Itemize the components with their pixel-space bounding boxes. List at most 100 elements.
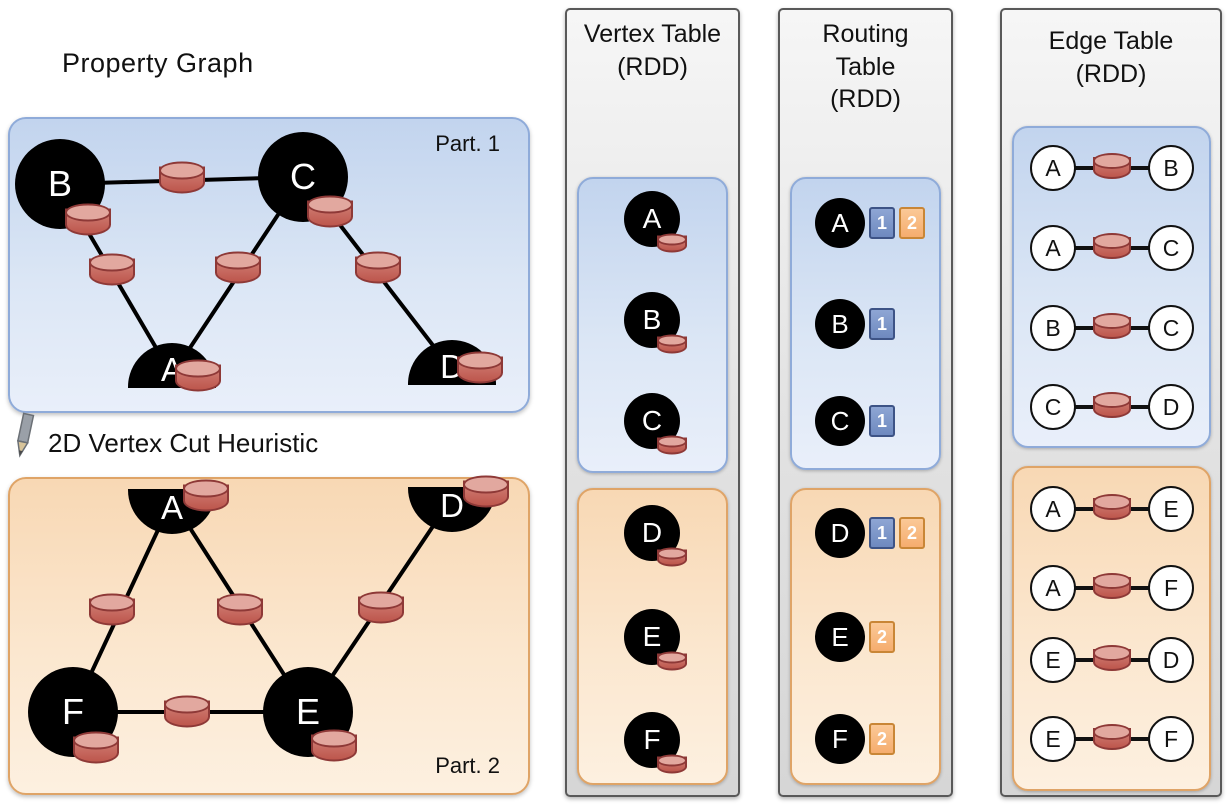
- vertex-property-cylinder: [657, 651, 687, 671]
- partition-2-label: Part. 2: [435, 753, 500, 778]
- vertex-table-title: Vertex Table (RDD): [565, 18, 740, 83]
- vertex-property-cylinder: [457, 351, 503, 384]
- edge-row-dst: F: [1148, 565, 1194, 611]
- routing-table-title-line2: Table: [835, 52, 896, 81]
- routing-entry-E: E: [815, 612, 865, 662]
- pencil-icon: [16, 412, 35, 458]
- edge-row-src: E: [1030, 637, 1076, 683]
- edge-row-dst: C: [1148, 225, 1194, 271]
- vertex-table-entry-B-label: B: [642, 304, 662, 335]
- edge-row-dst: F: [1148, 716, 1194, 762]
- routing-badge: 1: [869, 207, 895, 239]
- vertex-property-cylinder: [183, 479, 229, 512]
- vertex-table-entry-F-label: F: [643, 724, 661, 755]
- vertex-A-label: A: [160, 489, 183, 526]
- routing-entry-C-label: C: [830, 405, 850, 436]
- edge-table-title: Edge Table (RDD): [1000, 25, 1222, 90]
- vertex-property-cylinder: [657, 334, 687, 354]
- routing-badge: 2: [899, 517, 925, 549]
- edge-row-src: A: [1030, 565, 1076, 611]
- vertex-F-label: F: [62, 691, 84, 732]
- routing-table-title-line1: Routing: [822, 20, 909, 48]
- routing-entry-B: B: [815, 299, 865, 349]
- routing-table-title-line3: (RDD): [830, 85, 901, 113]
- vertex-property-cylinder: [657, 435, 687, 455]
- edge-row-src: B: [1030, 305, 1076, 351]
- edge-property-cylinder: [355, 251, 401, 284]
- vertex-table-entry-E-label: E: [642, 621, 662, 652]
- routing-entry-A: A: [815, 198, 865, 248]
- edge-property-cylinder: [1093, 313, 1131, 339]
- vertex-E-label: E: [295, 691, 320, 732]
- routing-badge: 2: [899, 207, 925, 239]
- edge-dst-label: C: [1162, 234, 1180, 261]
- vertex-E: E: [263, 667, 353, 757]
- edge-src-label: A: [1045, 234, 1061, 261]
- vertex-property-cylinder: [657, 233, 687, 253]
- edge-property-cylinder: [215, 251, 261, 284]
- routing-entry-F: F: [815, 714, 865, 764]
- edge-property-cylinder: [217, 593, 263, 626]
- routing-badge: 2: [869, 723, 895, 755]
- edge-property-cylinder: [1093, 645, 1131, 671]
- routing-entry-F-label: F: [832, 723, 848, 754]
- edge-dst-label: E: [1163, 495, 1179, 522]
- vertex-property-cylinder: [175, 359, 221, 392]
- edge-property-cylinder: [1093, 573, 1131, 599]
- edge-property-cylinder: [164, 695, 210, 728]
- edge-property-cylinder: [358, 591, 404, 624]
- edge-table-title-line2: (RDD): [1075, 59, 1147, 88]
- vertex-B-label: B: [47, 163, 72, 204]
- vertex-table-entry-C-label: C: [641, 405, 663, 436]
- edge-src-label: A: [1045, 154, 1061, 181]
- vertex-table-title-line2: (RDD): [617, 52, 688, 81]
- vertex-table-entry-A-label: A: [642, 203, 662, 234]
- edge-row-src: A: [1030, 486, 1076, 532]
- vertex-property-cylinder: [307, 195, 353, 228]
- routing-badge: 1: [869, 308, 895, 340]
- routing-entry-E-label: E: [831, 621, 849, 652]
- edge-dst-label: C: [1162, 314, 1180, 341]
- routing-entry-B-label: B: [831, 308, 849, 339]
- edge-src-label: B: [1045, 314, 1061, 341]
- vertex-cut-heuristic-label: 2D Vertex Cut Heuristic: [48, 428, 319, 458]
- edge-property-cylinder: [1093, 233, 1131, 259]
- edge-row-dst: E: [1148, 486, 1194, 532]
- vertex-property-cylinder: [657, 754, 687, 774]
- edge-row-dst: D: [1148, 637, 1194, 683]
- routing-badge: 2: [869, 621, 895, 653]
- routing-table-title: Routing Table (RDD): [778, 18, 953, 116]
- edge-src-label: A: [1045, 495, 1061, 522]
- vertex-C-label: C: [290, 156, 316, 197]
- partition-1-label: Part. 1: [435, 131, 500, 156]
- edge-property-cylinder: [89, 593, 135, 626]
- edge-property-cylinder: [89, 253, 135, 286]
- vertex-table-entry-E: E: [624, 609, 680, 665]
- edge-dst-label: F: [1163, 574, 1179, 601]
- edge-dst-label: B: [1163, 154, 1179, 181]
- edge-row-src: A: [1030, 225, 1076, 271]
- edge-row-src: C: [1030, 384, 1076, 430]
- edge-row-src: A: [1030, 145, 1076, 191]
- edge-property-cylinder: [1093, 494, 1131, 520]
- edge-dst-label: D: [1162, 646, 1180, 673]
- edge-table-title-line1: Edge Table: [1048, 27, 1174, 55]
- vertex-property-cylinder: [311, 729, 357, 762]
- edge-row-dst: C: [1148, 305, 1194, 351]
- vertex-property-cylinder: [463, 475, 509, 508]
- vertex-property-cylinder: [73, 731, 119, 764]
- edge-property-cylinder: [1093, 153, 1131, 179]
- vertex-table-title-line1: Vertex Table: [583, 20, 722, 48]
- edge-dst-label: F: [1163, 725, 1179, 752]
- edge-row-dst: D: [1148, 384, 1194, 430]
- edge-src-label: E: [1045, 646, 1061, 673]
- vertex-property-cylinder: [65, 203, 111, 236]
- routing-entry-D: D: [815, 508, 865, 558]
- routing-badge: 1: [869, 405, 895, 437]
- edge-property-cylinder: [1093, 724, 1131, 750]
- routing-badge: 1: [869, 517, 895, 549]
- edge-property-cylinder: [159, 161, 205, 194]
- vertex-table-entry-D-label: D: [641, 517, 663, 548]
- edge-property-cylinder: [1093, 392, 1131, 418]
